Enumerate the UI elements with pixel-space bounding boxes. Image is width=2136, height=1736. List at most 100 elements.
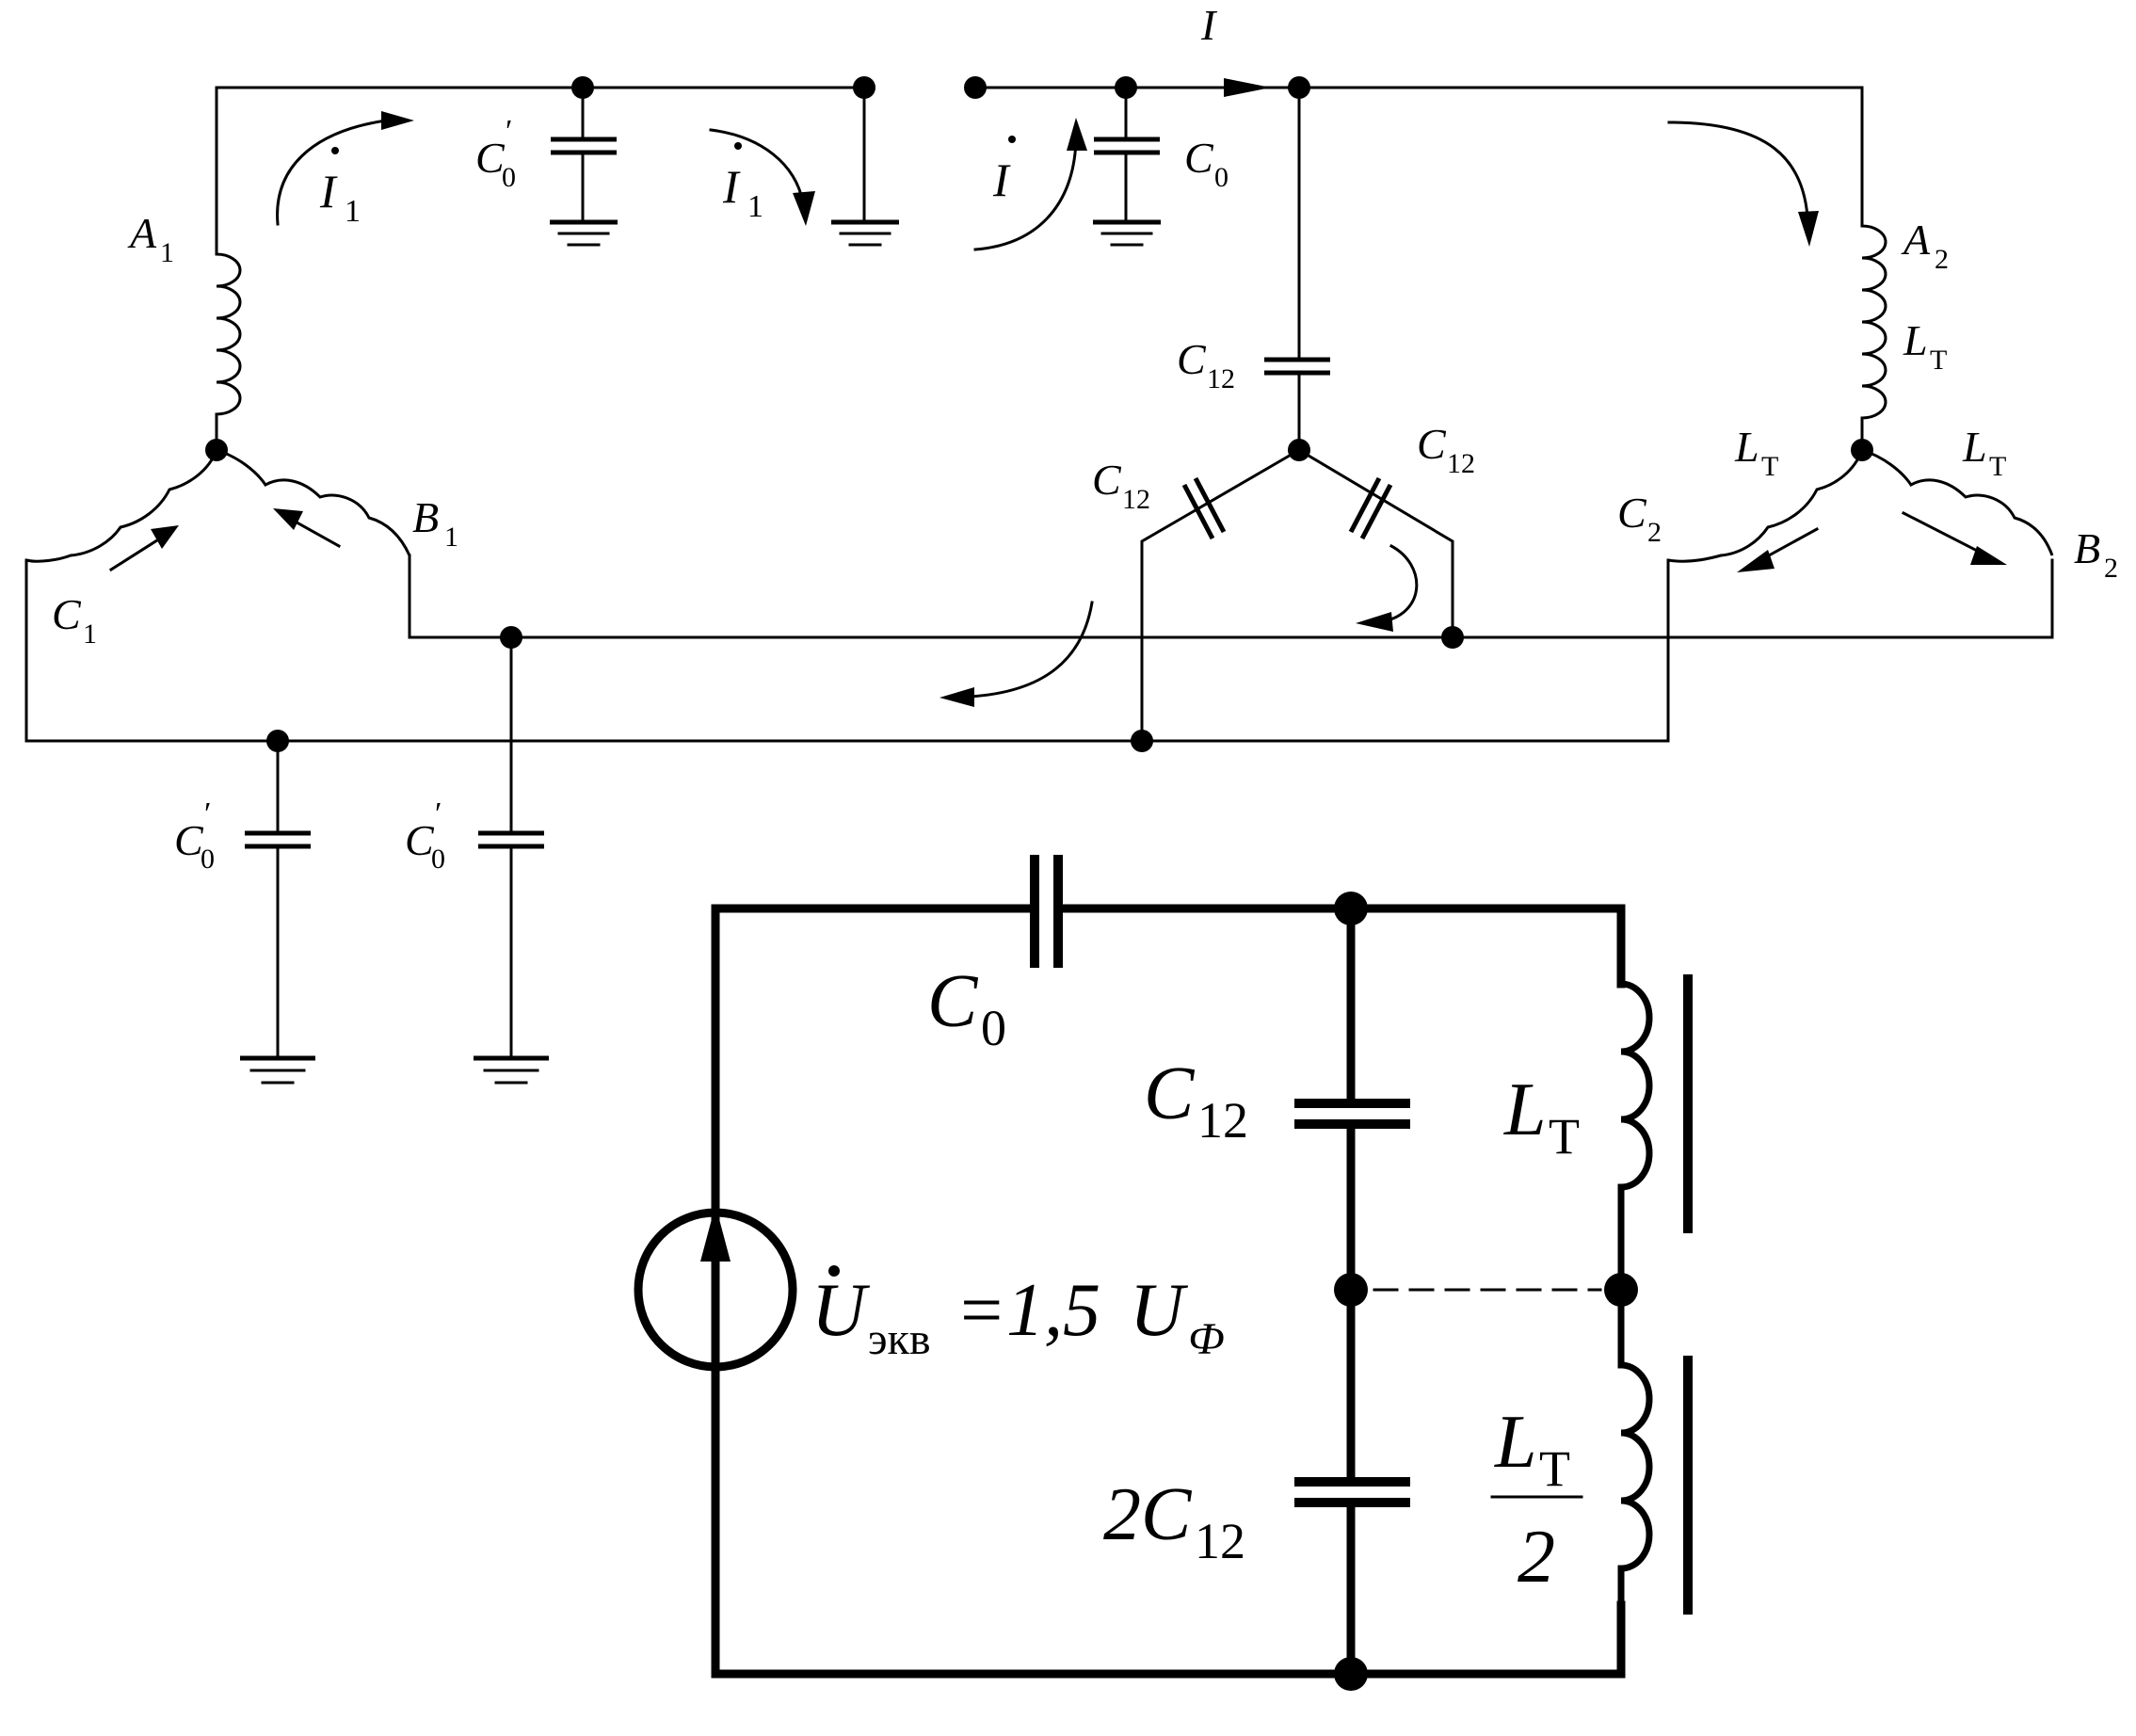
a2-coil	[1860, 224, 1887, 450]
equivalent-circuit: C 0 C 12 2 C 12 L T L T 2 U экв =1,5 U Ф	[634, 855, 1693, 1691]
svg-text:U: U	[1130, 1269, 1189, 1352]
curved-arrows	[108, 111, 2007, 707]
svg-text:′: ′	[506, 114, 512, 149]
arrow-i1-curve	[276, 119, 388, 226]
svg-text:L: L	[1734, 423, 1759, 471]
svg-text:2: 2	[2104, 553, 2118, 584]
svg-text:′: ′	[435, 796, 442, 831]
svg-text:C: C	[52, 590, 82, 638]
arrow-right-top-head-icon	[1798, 211, 1819, 247]
ground-icon	[1093, 219, 1161, 247]
node-b-line-right	[1441, 626, 1464, 649]
svg-text:T: T	[1930, 345, 1947, 376]
svg-text:I: I	[722, 160, 741, 213]
eq-label-lt: L T	[1503, 1069, 1580, 1165]
eq-label-lt-half: L T 2	[1490, 1401, 1583, 1599]
label-i1b: I 1	[722, 142, 763, 224]
svg-text:C: C	[475, 134, 506, 182]
ground-icon	[831, 219, 899, 247]
svg-text:A: A	[1901, 216, 1931, 264]
eq-label-2c12: 2 C 12	[1103, 1473, 1245, 1569]
arrow-i1-head-icon	[381, 111, 414, 130]
c2-coil	[1667, 449, 1864, 563]
c12-left-plate-b	[1193, 476, 1227, 534]
arrow-idot-head-icon	[1067, 118, 1087, 151]
svg-text:1: 1	[444, 522, 458, 553]
label-c0prime-top: C ′ 0	[475, 114, 516, 193]
svg-text:I: I	[992, 153, 1011, 206]
svg-text:L: L	[1494, 1401, 1537, 1484]
arrow-idot-curve	[973, 139, 1078, 251]
eq-lt-coil	[1617, 980, 1653, 1290]
c1-coil	[25, 449, 218, 563]
svg-text:′: ′	[204, 796, 211, 831]
svg-text:L: L	[1962, 423, 1987, 471]
arrow-i1b-head-icon	[793, 191, 815, 226]
label-c0-top: C 0	[1184, 134, 1229, 193]
label-current-i: I	[1200, 1, 1218, 49]
label-a1: A 1	[127, 209, 174, 268]
arrow-b2-head-icon	[1970, 546, 2007, 565]
svg-text:0: 0	[502, 162, 516, 193]
svg-text:C: C	[1141, 1473, 1193, 1556]
top-wire-right	[973, 86, 1864, 228]
svg-text:B: B	[412, 493, 439, 541]
svg-text:C: C	[927, 960, 979, 1043]
svg-text:C: C	[1184, 134, 1214, 182]
label-lt-a2: L T	[1903, 316, 1947, 376]
label-b1: B 1	[412, 493, 458, 553]
ground-icon	[474, 1055, 549, 1085]
svg-text:=1,5: =1,5	[956, 1269, 1100, 1352]
svg-text:U: U	[811, 1269, 871, 1352]
svg-text:L: L	[1903, 316, 1928, 364]
label-a2: A 2	[1901, 216, 1949, 275]
svg-text:12: 12	[1447, 448, 1475, 479]
arrow-b1-head-icon	[273, 508, 303, 530]
arrow-c1-head-icon	[151, 525, 179, 549]
c12-right-plate-b	[1359, 483, 1393, 540]
current-i-arrow-icon	[1224, 78, 1271, 97]
svg-text:Ф: Ф	[1188, 1314, 1225, 1364]
c12-left-plate-a	[1181, 483, 1215, 540]
svg-text:1: 1	[83, 619, 97, 650]
b1-lead	[408, 554, 2054, 639]
svg-text:0: 0	[981, 1000, 1006, 1056]
arrow-b1-line	[289, 517, 342, 549]
eq-top-wire-right	[1055, 904, 1626, 989]
arrow-c2-head-icon	[1737, 550, 1775, 572]
label-c0p-low-right: C ′ 0	[405, 796, 445, 875]
top-circuit: I I 1 I 1 I C ′ 0 C 0 A 1 B	[24, 1, 2118, 1085]
label-lt-c2: L T	[1734, 423, 1778, 482]
svg-text:1: 1	[747, 189, 763, 224]
eq-source-arrow-head-icon	[700, 1205, 731, 1262]
svg-text:0: 0	[201, 844, 215, 875]
node-open-right	[964, 76, 987, 99]
arrow-b2-line	[1901, 510, 1989, 558]
svg-text:C: C	[405, 816, 435, 864]
arrow-c2-line	[1758, 526, 1820, 563]
eq-label-c12: C 12	[1144, 1053, 1248, 1149]
svg-text:C: C	[1092, 456, 1122, 504]
a1-coil	[215, 252, 242, 450]
arrow-c12-right-curve	[1382, 543, 1419, 623]
svg-text:T: T	[1539, 1440, 1570, 1497]
svg-text:2: 2	[1647, 517, 1662, 548]
svg-text:L: L	[1503, 1069, 1547, 1151]
svg-text:12: 12	[1122, 484, 1150, 515]
b1-coil	[216, 448, 411, 556]
eq-node-middle	[1334, 1273, 1368, 1307]
eq-label-c0: C 0	[927, 960, 1006, 1056]
svg-text:2: 2	[1103, 1473, 1141, 1556]
c12-branch-left	[1140, 447, 1302, 743]
svg-text:1: 1	[160, 237, 174, 268]
label-i1: I 1	[319, 147, 361, 229]
b2-coil	[1861, 448, 2054, 556]
arrow-i1b-curve	[709, 128, 805, 204]
svg-text:0: 0	[1214, 162, 1229, 193]
label-c1: C 1	[52, 590, 97, 650]
arrow-c12-right-head-icon	[1356, 612, 1393, 632]
label-b2: B 2	[2074, 524, 2118, 584]
ground-icon	[240, 1055, 315, 1085]
svg-text:T: T	[1989, 451, 2006, 482]
